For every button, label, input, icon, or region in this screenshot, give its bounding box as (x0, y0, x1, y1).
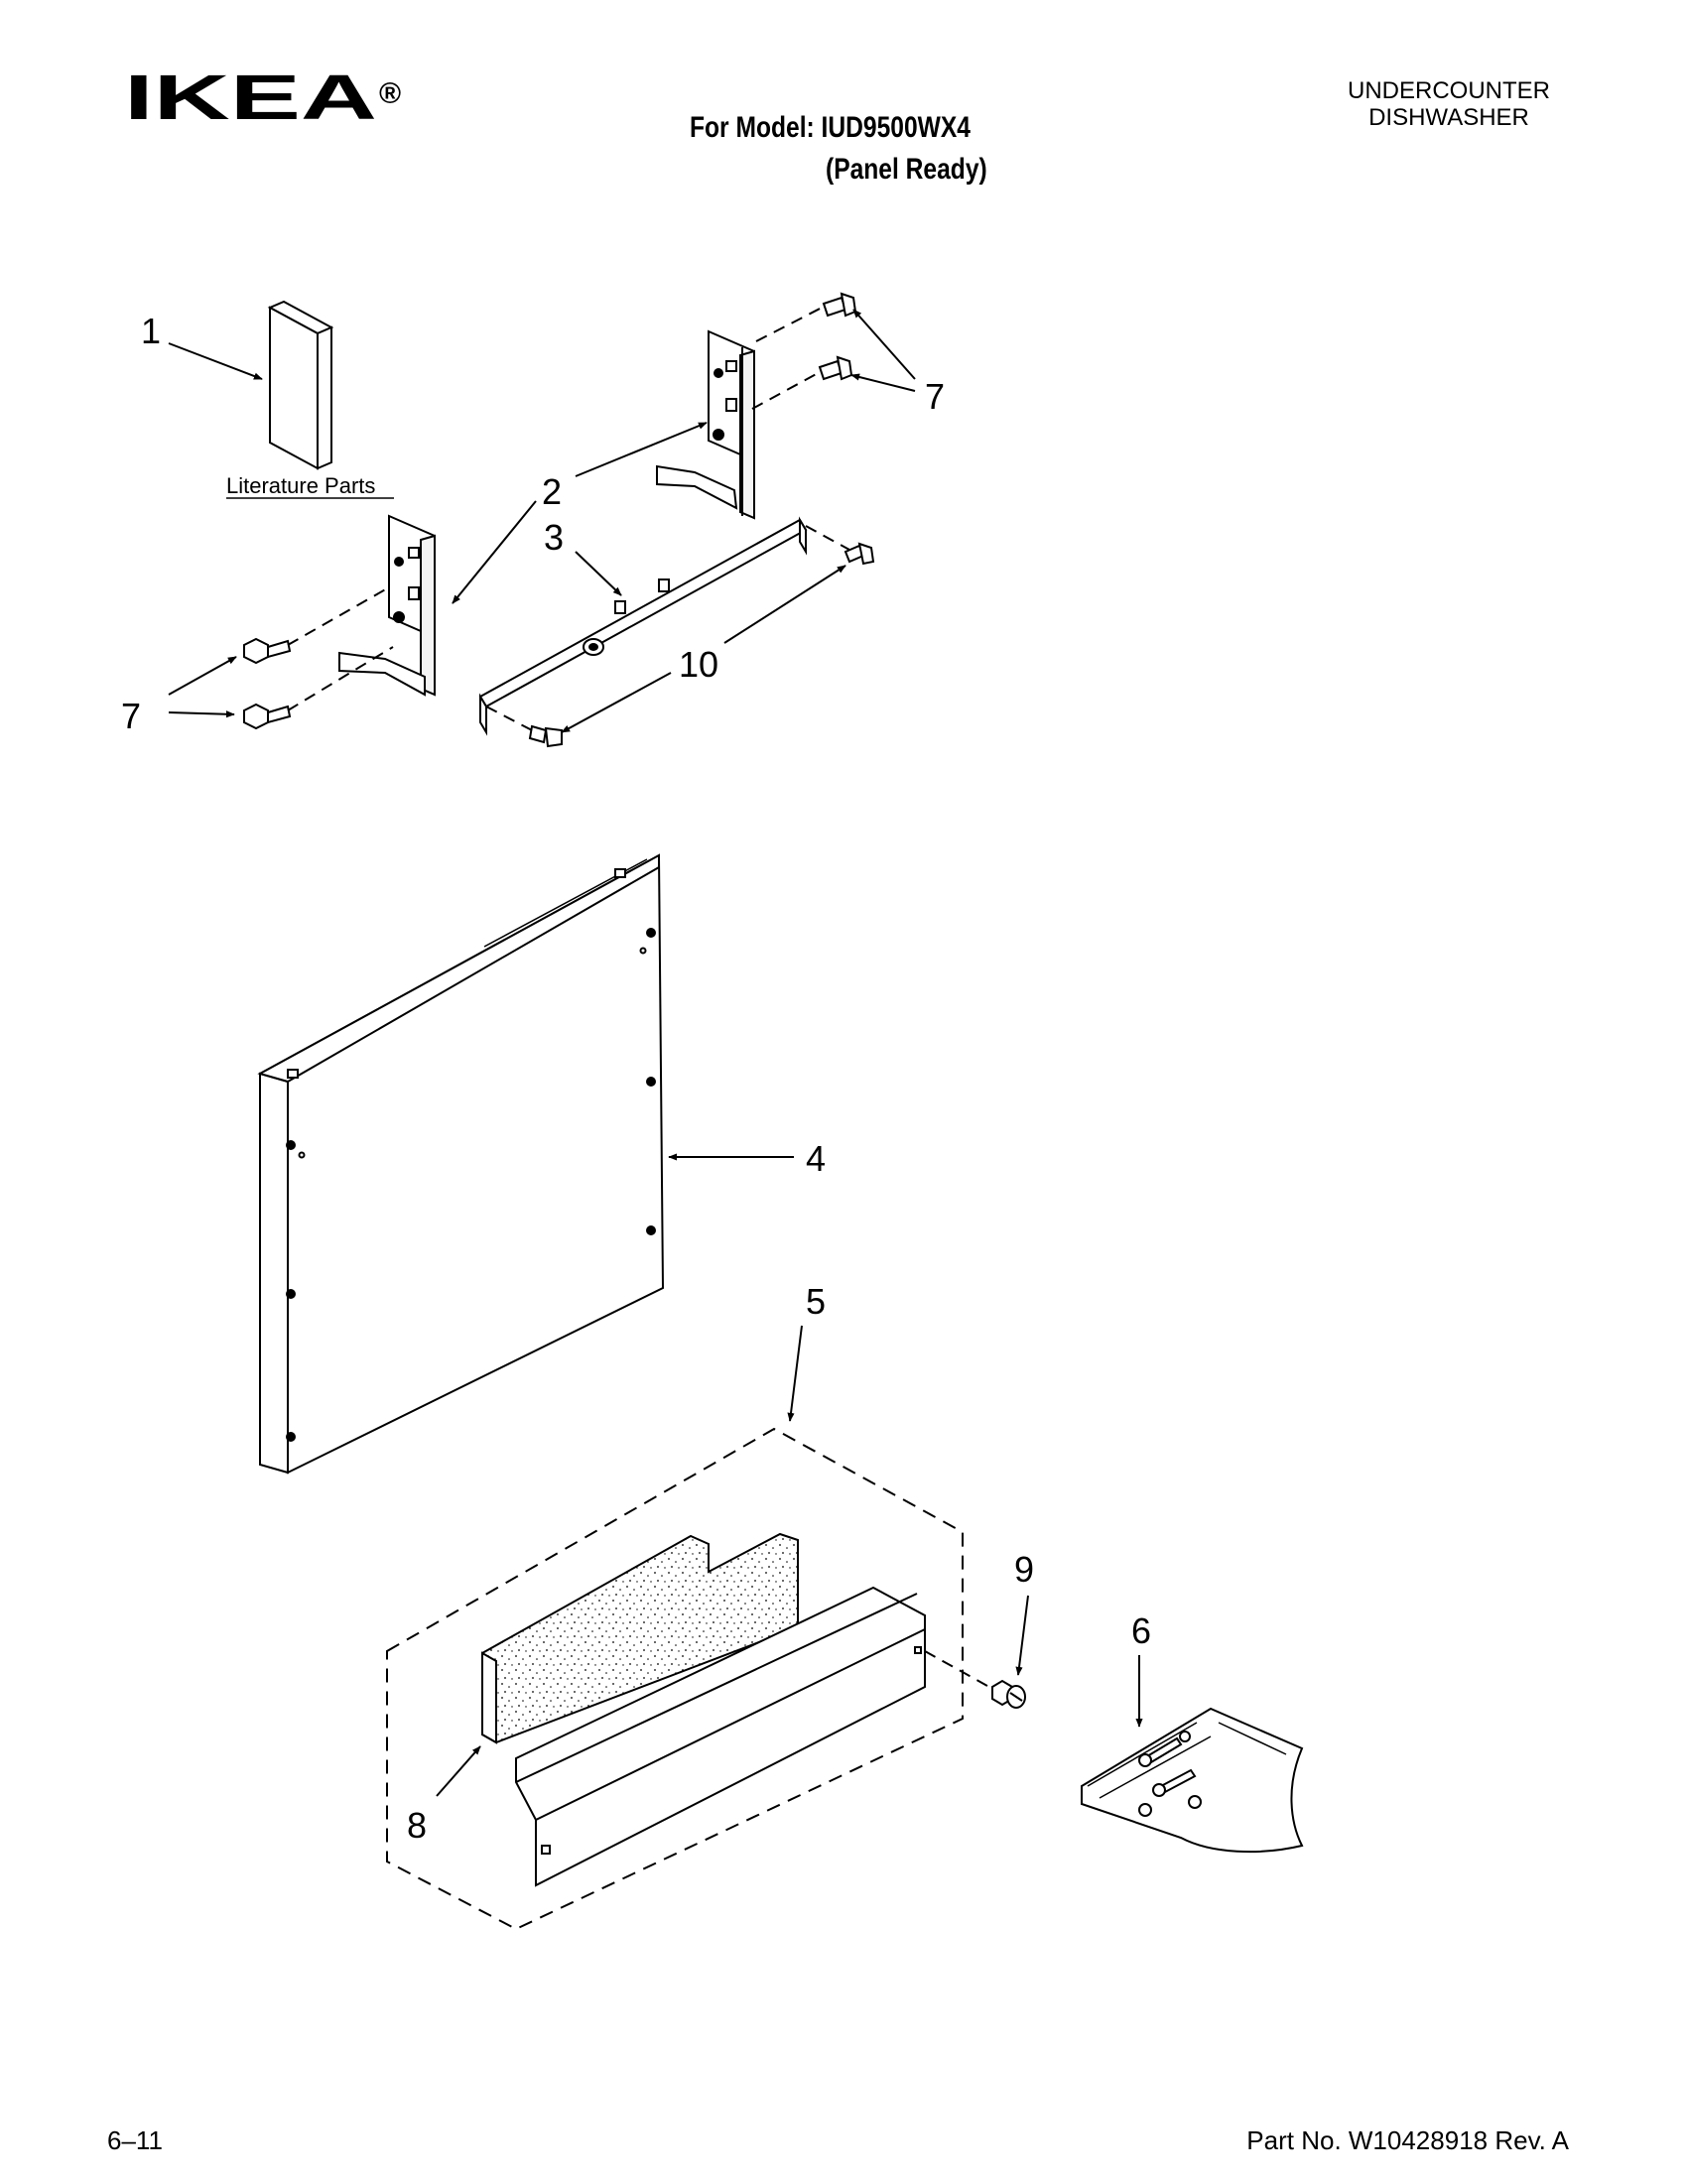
screw-7-left-a (243, 637, 292, 665)
callout-10: 10 (679, 644, 718, 685)
screw-7-top-a (822, 292, 857, 318)
part-number: Part No. W10428918 Rev. A (1246, 2125, 1569, 2155)
category-line-1: UNDERCOUNTER (1348, 77, 1550, 104)
arrow-3 (575, 551, 622, 596)
foam-insulation (481, 1532, 799, 1744)
arrow-2-right (575, 422, 708, 477)
arrow-7-left-a (168, 656, 237, 696)
category-line-2: DISHWASHER (1368, 104, 1529, 131)
callout-2: 2 (542, 471, 562, 512)
toe-kick-panel (515, 1586, 926, 1887)
callout-5: 5 (806, 1281, 826, 1322)
literature-booklet (267, 300, 334, 470)
assembly-lines-top (287, 305, 850, 733)
arrow-9 (1015, 1595, 1029, 1676)
model-variant: (Panel Ready) (826, 153, 987, 186)
registered-mark: ® (379, 77, 402, 110)
arrow-10-left (561, 672, 672, 733)
screw-10-left (528, 724, 563, 748)
arrow-7-left-b (168, 710, 235, 718)
callout-6: 6 (1131, 1610, 1151, 1651)
literature-parts-label: Literature Parts (226, 473, 375, 498)
mounting-bracket-left (338, 514, 436, 697)
door-panel (257, 853, 665, 1475)
toe-kick-assembly-outline (386, 1427, 964, 1931)
arrow-1 (168, 342, 263, 380)
callout-7-top: 7 (925, 376, 945, 417)
hardware-bag (1081, 1707, 1304, 1854)
callout-4: 4 (806, 1138, 826, 1179)
arrow-5 (787, 1325, 803, 1422)
mounting-bracket-right (656, 329, 755, 520)
arrow-2-left (452, 500, 537, 604)
date-code: 6–11 (107, 2125, 163, 2155)
callout-7-left: 7 (121, 696, 141, 736)
callout-9: 9 (1014, 1549, 1034, 1590)
callout-1: 1 (141, 311, 161, 351)
arrow-7-top-a (852, 309, 916, 380)
callout-arrows (168, 309, 1143, 1797)
assembly-line-9 (924, 1650, 997, 1692)
arrow-8 (436, 1745, 481, 1797)
screw-7-top-b (818, 355, 853, 381)
model-title: For Model: IUD9500WX4 (690, 111, 971, 144)
top-rail (478, 516, 808, 736)
ikea-logo: IKEA (124, 71, 377, 123)
product-category: UNDERCOUNTER DISHWASHER (1320, 77, 1578, 131)
arrow-10-right (723, 565, 846, 644)
callout-8: 8 (407, 1805, 427, 1846)
screw-7-left-b (243, 703, 292, 730)
toe-kick-screw (991, 1679, 1026, 1709)
callout-3: 3 (544, 517, 564, 558)
screw-10-right (844, 542, 875, 566)
arrow-7-top-b (850, 373, 916, 392)
ikea-logo-text: IKEA (124, 71, 377, 123)
